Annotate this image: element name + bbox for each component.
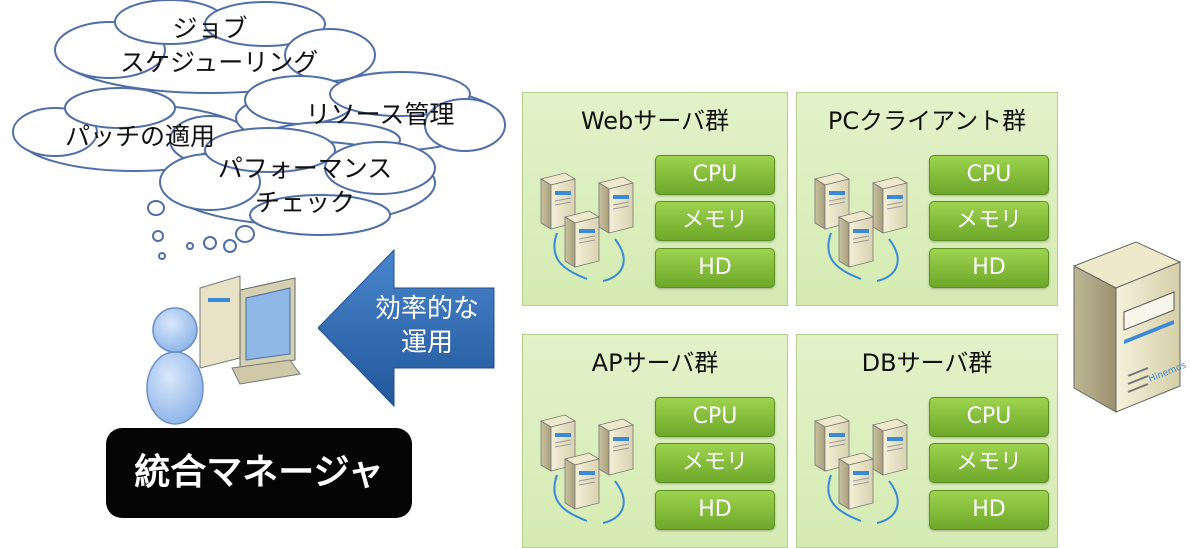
memory-resource: メモリ	[929, 443, 1049, 483]
cloud-job-scheduling	[54, 0, 376, 94]
cloud-job-text: ジョブ スケジューリング	[120, 12, 319, 80]
server-cluster-icon	[540, 172, 634, 282]
cpu-resource: CPU	[655, 397, 775, 437]
cloud-perf-line1: パフォーマンス	[217, 154, 393, 183]
cpu-resource: CPU	[929, 155, 1049, 195]
person-body	[146, 351, 204, 425]
group-title: DBサーバ群	[861, 349, 993, 377]
cloud-job-line1: ジョブ	[172, 14, 248, 43]
cloud-perf-text: パフォーマンス チェック	[215, 152, 395, 220]
arrow-label-line2: 運用	[400, 328, 453, 358]
hinemos-server-icon: Hinemos	[1072, 241, 1186, 413]
server-cluster-icon	[540, 414, 634, 524]
group-title: APサーバ群	[591, 349, 719, 377]
cpu-resource: CPU	[655, 155, 775, 195]
cloud-resource	[235, 71, 506, 159]
group-pc-client: PCクライアント群 CPU メモリ HD	[796, 92, 1058, 306]
thought-clouds	[12, 0, 506, 260]
group-title: PCクライアント群	[827, 107, 1027, 135]
pc-tower	[199, 275, 241, 369]
server-cluster-icon	[814, 172, 908, 282]
pc-keyboard	[231, 359, 301, 385]
server-cluster-icon	[814, 414, 908, 524]
cloud-patch-text: パッチの適用	[64, 122, 215, 151]
cloud-perf-line2: チェック	[254, 188, 355, 217]
group-title: Webサーバ群	[580, 107, 730, 135]
group-web: Webサーバ群 CPU メモリ HD	[522, 92, 788, 306]
group-db: DBサーバ群 CPU メモリ HD	[796, 334, 1058, 548]
memory-resource: メモリ	[655, 443, 775, 483]
memory-resource: メモリ	[655, 201, 775, 241]
hd-resource: HD	[929, 248, 1049, 288]
person-computer-icon	[146, 275, 301, 425]
arrow-label-line1: 効率的な	[374, 294, 479, 324]
cpu-resource: CPU	[929, 397, 1049, 437]
thought-bubbles	[147, 200, 255, 260]
cloud-job-line2: スケジューリング	[120, 48, 319, 77]
arrow-label: 効率的な 運用	[362, 292, 492, 360]
hd-resource: HD	[655, 490, 775, 530]
cloud-resource-text: リソース管理	[305, 100, 455, 129]
cloud-performance	[159, 127, 436, 236]
left-arrow	[318, 248, 495, 408]
integrated-manager-label: 統合マネージャ	[106, 428, 412, 518]
person-head	[152, 307, 198, 353]
hd-resource: HD	[655, 248, 775, 288]
cloud-patch	[12, 87, 251, 172]
memory-resource: メモリ	[929, 201, 1049, 241]
group-ap: APサーバ群 CPU メモリ HD	[522, 334, 788, 548]
hd-resource: HD	[929, 490, 1049, 530]
